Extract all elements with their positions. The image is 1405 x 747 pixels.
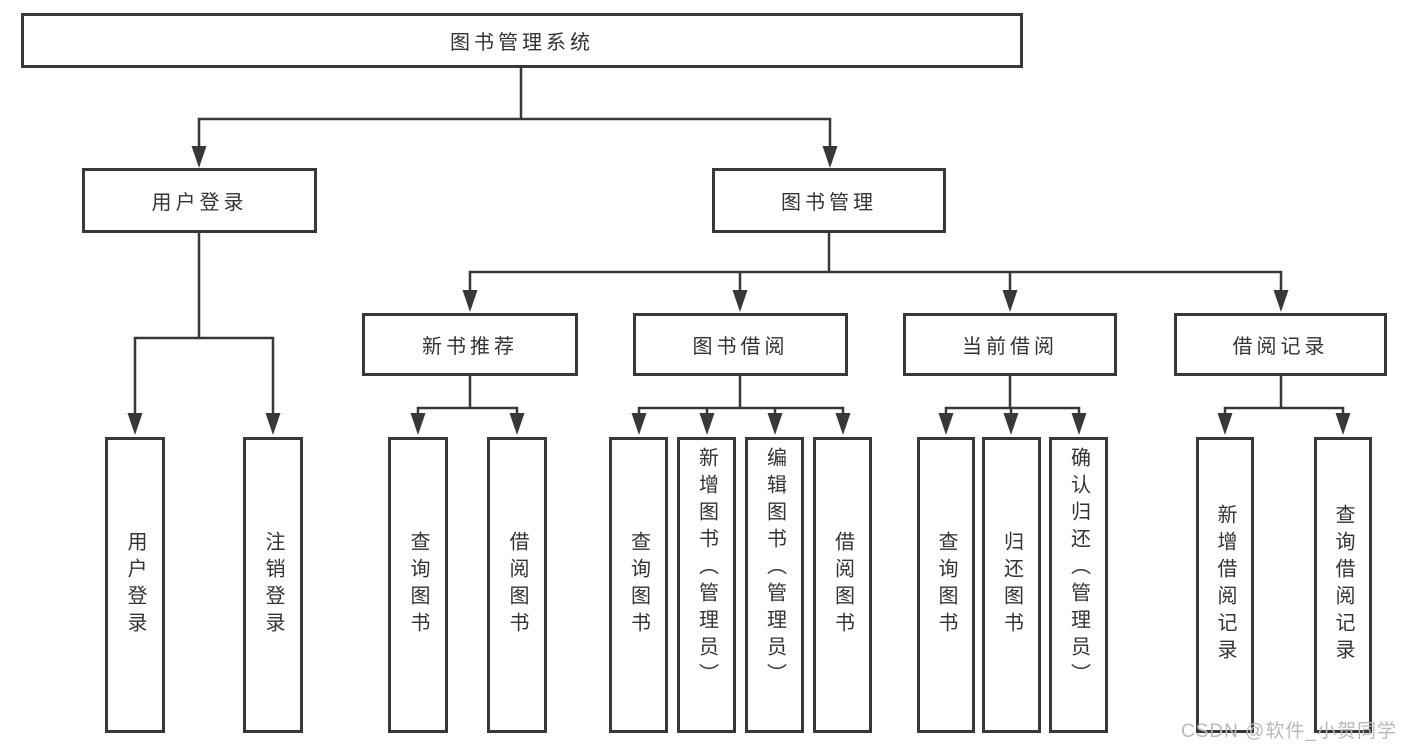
- leaf-borrow-borrow-label: 借阅图书: [831, 531, 854, 639]
- leaf-borrow-add-admin: 新增图书（管理员）: [677, 437, 736, 733]
- leaf-current-return-label: 归还图书: [1000, 531, 1023, 639]
- node-root: 图书管理系统: [21, 13, 1023, 68]
- edge-records-to-leaves: [1223, 376, 1345, 418]
- leaf-record-add: 新增借阅记录: [1196, 437, 1254, 733]
- leaf-current-confirm-admin: 确认归还（管理员）: [1049, 437, 1108, 733]
- leaf-borrow-edit-admin: 编辑图书（管理员）: [745, 437, 804, 733]
- edge-login-to-leaves: [133, 233, 275, 417]
- leaf-current-confirm-admin-label: 确认归还（管理员）: [1067, 447, 1090, 690]
- edge-current-to-leaves: [944, 376, 1081, 418]
- node-new-book-recommend: 新书推荐: [362, 313, 578, 376]
- node-user-login-label: 用户登录: [151, 192, 248, 214]
- leaf-borrow-add-admin-label: 新增图书（管理员）: [695, 447, 718, 690]
- node-current-borrowing: 当前借阅: [903, 313, 1117, 376]
- leaf-logout-label: 注销登录: [262, 531, 284, 639]
- csdn-watermark: CSDN @软件_小贺同学: [1181, 721, 1397, 742]
- leaf-newbook-query-label: 查询图书: [407, 531, 429, 639]
- node-current-borrowing-label: 当前借阅: [962, 336, 1058, 358]
- leaf-current-query-label: 查询图书: [935, 531, 957, 639]
- leaf-borrow-edit-admin-label: 编辑图书（管理员）: [763, 447, 786, 690]
- leaf-record-add-label: 新增借阅记录: [1214, 504, 1236, 666]
- node-book-borrowing: 图书借阅: [633, 313, 848, 376]
- edge-root-to-level2: [197, 66, 832, 150]
- leaf-record-query: 查询借阅记录: [1314, 437, 1372, 733]
- node-root-label: 图书管理系统: [450, 32, 594, 54]
- node-book-borrowing-label: 图书借阅: [692, 336, 789, 358]
- edge-mgmt-to-level3: [468, 233, 1283, 294]
- node-borrow-records-label: 借阅记录: [1232, 336, 1329, 358]
- edge-borrow-to-leaves: [637, 376, 845, 418]
- leaf-borrow-query-label: 查询图书: [627, 531, 650, 639]
- leaf-newbook-borrow-label: 借阅图书: [506, 531, 528, 639]
- leaf-newbook-borrow: 借阅图书: [487, 437, 547, 733]
- node-borrow-records: 借阅记录: [1174, 313, 1387, 376]
- node-book-management-label: 图书管理: [781, 192, 877, 214]
- leaf-current-return: 归还图书: [982, 437, 1041, 733]
- leaf-record-query-label: 查询借阅记录: [1332, 504, 1354, 666]
- arrowheads: [127, 146, 1351, 435]
- leaf-user-login-label: 用户登录: [124, 531, 146, 639]
- leaf-newbook-query: 查询图书: [388, 437, 448, 733]
- leaf-user-login: 用户登录: [105, 437, 165, 733]
- leaf-borrow-query: 查询图书: [609, 437, 668, 733]
- node-user-login: 用户登录: [82, 168, 317, 233]
- leaf-borrow-borrow: 借阅图书: [813, 437, 872, 733]
- node-book-management: 图书管理: [712, 168, 946, 233]
- leaf-current-query: 查询图书: [917, 437, 975, 733]
- edge-newbook-to-leaves: [416, 376, 519, 418]
- node-new-book-recommend-label: 新书推荐: [422, 336, 518, 358]
- leaf-logout: 注销登录: [243, 437, 303, 733]
